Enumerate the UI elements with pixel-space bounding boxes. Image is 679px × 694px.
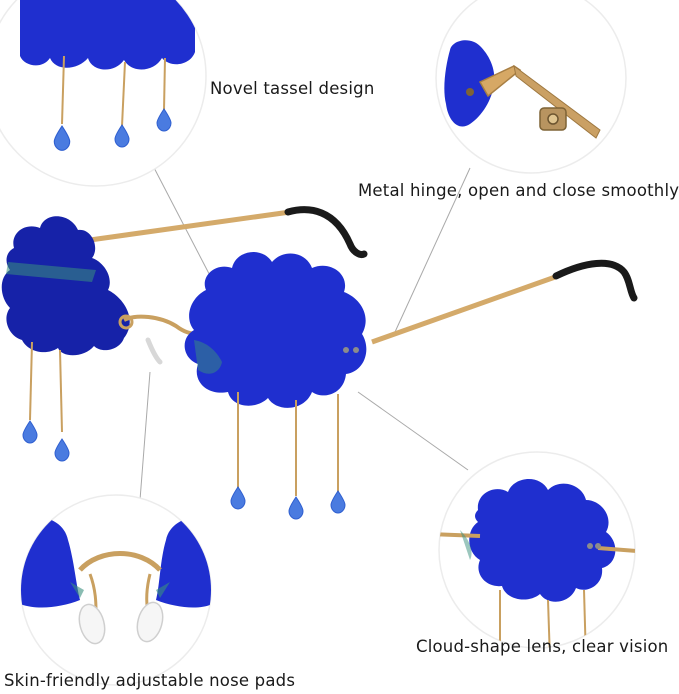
caption-cloud-lens: Cloud-shape lens, clear vision (416, 637, 669, 656)
detail-circle-lens (438, 451, 636, 649)
main-glasses (1, 206, 638, 520)
lens-left (1, 216, 130, 462)
detail-circle-tassel (0, 0, 207, 187)
lens-right (184, 251, 367, 520)
detail-circle-hinge (435, 0, 627, 174)
temple-front (371, 259, 638, 345)
temple-back (89, 206, 368, 258)
caption-tassel-design: Novel tassel design (210, 79, 375, 98)
caption-nose-pads: Skin-friendly adjustable nose pads (4, 671, 296, 690)
detail-circle-nose-pads (20, 494, 212, 686)
caption-metal-hinge: Metal hinge, open and close smoothly (358, 181, 679, 200)
